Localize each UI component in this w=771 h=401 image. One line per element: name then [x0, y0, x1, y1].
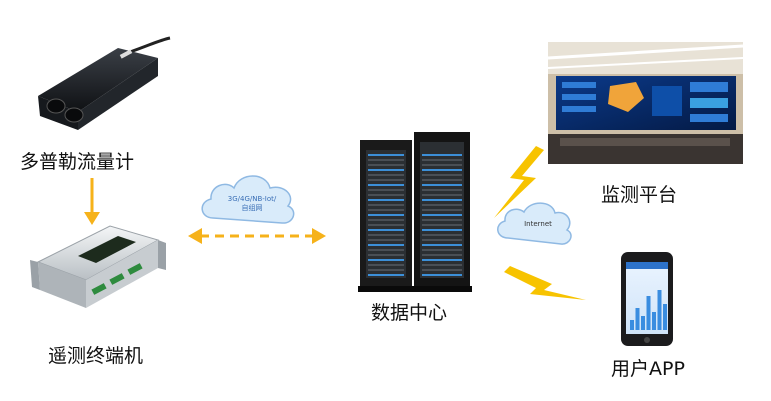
rack-slot — [368, 274, 404, 276]
rack-slot — [368, 159, 404, 161]
arrow-doppler-to-rtu — [84, 178, 100, 225]
network-cloud-shape — [201, 175, 295, 224]
rack-slot — [422, 209, 462, 211]
rack-slot — [422, 194, 462, 196]
rack-slot — [368, 194, 404, 196]
rack-slot — [422, 239, 462, 241]
rack-slot — [368, 199, 404, 201]
rack-slot — [422, 199, 462, 201]
rack-slot — [422, 169, 462, 171]
internet-cloud-shape — [497, 202, 572, 245]
rack-slot — [368, 164, 404, 166]
rack-slot — [368, 204, 404, 206]
rack-slot — [368, 169, 404, 171]
rack-slot — [422, 154, 462, 156]
rack-slot — [368, 154, 404, 156]
monitoring-room-photo — [547, 42, 744, 164]
rtu-label: 遥测终端机 — [48, 345, 144, 367]
rack-slot — [422, 234, 462, 236]
doppler-label: 多普勒流量计 — [20, 151, 135, 173]
rack-slot — [368, 179, 404, 181]
rack-slot — [368, 259, 404, 261]
rack-slot — [368, 244, 404, 246]
rack-slot — [368, 249, 404, 251]
rack-slot — [422, 189, 462, 191]
rack-slot — [368, 269, 404, 271]
phone-chart-bar — [635, 308, 640, 330]
rack-slot — [368, 239, 404, 241]
phone-chart-bar — [630, 320, 634, 330]
rack-slot — [422, 164, 462, 166]
doppler-flowmeter-image — [38, 36, 171, 130]
phone-chart-bar — [657, 290, 662, 330]
rack-slot — [368, 184, 404, 186]
rack-slot — [422, 254, 462, 256]
rack-slot — [368, 209, 404, 211]
rack-slot — [368, 214, 404, 216]
rack-slot — [422, 184, 462, 186]
rack-slot — [422, 259, 462, 261]
phone-chart-bar — [641, 316, 645, 330]
monitor-label: 监测平台 — [601, 184, 678, 206]
rack-slot — [368, 224, 404, 226]
rack-slot — [422, 224, 462, 226]
phone-chart-bar — [646, 296, 651, 330]
rack-slot — [368, 264, 404, 266]
datacenter-label: 数据中心 — [371, 302, 448, 324]
network-cloud-line2: 自组网 — [241, 204, 263, 212]
rack-slot — [368, 189, 404, 191]
rack-slot — [422, 249, 462, 251]
rack-slot — [422, 204, 462, 206]
wireless-link-arrow — [188, 228, 326, 244]
internet-cloud-text: Internet — [524, 220, 552, 228]
rack-slot — [422, 214, 462, 216]
rack-slot — [368, 254, 404, 256]
app-label: 用户APP — [611, 358, 685, 380]
rack-slot — [368, 229, 404, 231]
rack-slot — [368, 234, 404, 236]
phone-chart-bar — [652, 312, 656, 330]
rack-slot — [422, 269, 462, 271]
rack-slot — [422, 159, 462, 161]
datacenter-server-image — [358, 132, 472, 292]
rack-slot — [422, 219, 462, 221]
rack-slot — [422, 244, 462, 246]
rack-slot — [368, 219, 404, 221]
rack-slot — [422, 274, 462, 276]
phone-chart-bar — [663, 304, 667, 330]
network-cloud-line1: 3G/4G/NB-Iot/ — [227, 195, 277, 203]
network-cloud-text: 3G/4G/NB-Iot/ 自组网 — [210, 195, 294, 213]
user-phone-image — [621, 252, 673, 346]
lightning-to-app — [504, 266, 586, 300]
rack-slot — [422, 179, 462, 181]
lightning-to-monitor — [494, 146, 544, 218]
rtu-device-image — [30, 225, 166, 308]
rack-slot — [422, 229, 462, 231]
rack-slot — [368, 174, 404, 176]
rack-slot — [422, 264, 462, 266]
rack-slot — [422, 174, 462, 176]
